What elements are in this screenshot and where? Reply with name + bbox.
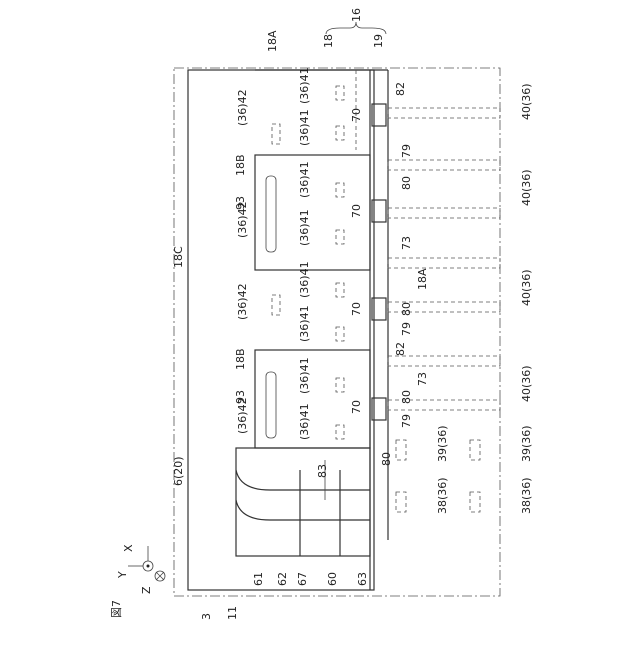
label-79-mid: 79 bbox=[400, 322, 413, 336]
label-41-a: (36)41 bbox=[298, 67, 311, 104]
label-70-a: 70 bbox=[350, 108, 363, 122]
label-80-low: 80 bbox=[380, 452, 393, 466]
label-40-b: 40(36) bbox=[520, 169, 533, 206]
axis-y: Y bbox=[116, 571, 129, 579]
label-39-a: 39(36) bbox=[436, 425, 449, 462]
label-63: 63 bbox=[356, 572, 369, 586]
label-40-c: 40(36) bbox=[520, 269, 533, 306]
brace-16 bbox=[326, 22, 386, 34]
label-42-c: (36)42 bbox=[236, 283, 249, 320]
tube-61 bbox=[236, 470, 370, 490]
label-16: 16 bbox=[350, 8, 363, 22]
housing-outline bbox=[174, 68, 500, 596]
label-41-b: (36)41 bbox=[298, 109, 311, 146]
label-42-a: (36)42 bbox=[236, 89, 249, 126]
axis-x: X bbox=[122, 544, 135, 552]
label-79-low: 79 bbox=[400, 414, 413, 428]
label-73-top: 73 bbox=[400, 236, 413, 250]
label-70-b: 70 bbox=[350, 204, 363, 218]
label-40-a: 40(36) bbox=[520, 83, 533, 120]
label-40-d: 40(36) bbox=[520, 365, 533, 402]
axis-z: Z bbox=[140, 586, 153, 594]
label-42-b: (36)42 bbox=[236, 201, 249, 238]
label-18C: 18C bbox=[172, 246, 185, 268]
label-41-f: (36)41 bbox=[298, 305, 311, 342]
label-80-mid: 80 bbox=[400, 302, 413, 316]
tube-62 bbox=[236, 500, 370, 520]
label-41-h: (36)41 bbox=[298, 403, 311, 440]
label-79-top: 79 bbox=[400, 144, 413, 158]
label-18: 18 bbox=[322, 34, 335, 48]
label-38-b: 38(36) bbox=[520, 477, 533, 514]
label-3: 3 bbox=[200, 613, 213, 620]
label-83: 83 bbox=[316, 464, 329, 478]
label-6: 6(20) bbox=[172, 456, 185, 486]
label-60: 60 bbox=[326, 572, 339, 586]
label-70-c: 70 bbox=[350, 302, 363, 316]
label-70-d: 70 bbox=[350, 400, 363, 414]
label-19: 19 bbox=[372, 34, 385, 48]
label-73-mid: 73 bbox=[416, 372, 429, 386]
label-82-top: 82 bbox=[394, 82, 407, 96]
label-41-g: (36)41 bbox=[298, 357, 311, 394]
structure-6 bbox=[236, 448, 370, 556]
label-42-d: (36)42 bbox=[236, 397, 249, 434]
label-67: 67 bbox=[296, 572, 309, 586]
label-62: 62 bbox=[276, 572, 289, 586]
compartment-18B-lower bbox=[255, 350, 370, 448]
chamber-18C bbox=[188, 70, 374, 590]
label-18A-top: 18A bbox=[266, 30, 279, 52]
label-18B-b: 18B bbox=[234, 348, 247, 370]
item-93-upper bbox=[266, 176, 276, 252]
label-18B-a: 18B bbox=[234, 154, 247, 176]
label-18A-mid: 18A bbox=[416, 268, 429, 290]
label-80-mid2: 80 bbox=[400, 390, 413, 404]
label-61: 61 bbox=[252, 572, 265, 586]
figure-title: 図7 bbox=[110, 600, 123, 618]
label-41-e: (36)41 bbox=[298, 261, 311, 298]
label-41-d: (36)41 bbox=[298, 209, 311, 246]
label-82-mid: 82 bbox=[394, 342, 407, 356]
label-80-top: 80 bbox=[400, 176, 413, 190]
label-41-c: (36)41 bbox=[298, 161, 311, 198]
label-38-a: 38(36) bbox=[436, 477, 449, 514]
label-11: 11 bbox=[226, 606, 239, 620]
item-93-lower bbox=[266, 372, 276, 438]
label-39-b: 39(36) bbox=[520, 425, 533, 462]
